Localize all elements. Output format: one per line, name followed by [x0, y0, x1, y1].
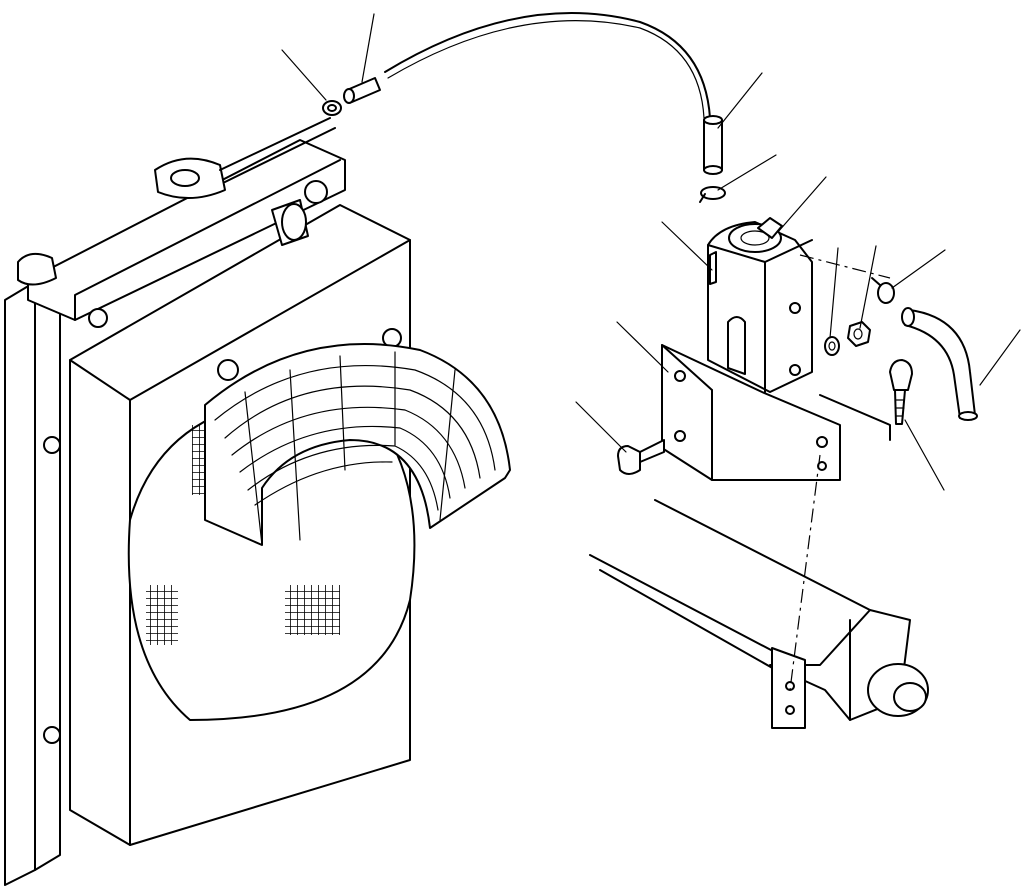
leader-bracket [616, 321, 669, 373]
leader-bolt-left [575, 401, 627, 453]
leader-washer [829, 247, 839, 339]
leader-clamp-lower [891, 249, 946, 289]
leader-nut [859, 245, 877, 329]
radiator-top-tank [27, 139, 346, 321]
hose-piece-left [343, 77, 381, 104]
reservoir-tank [707, 217, 813, 393]
hose-clamp-right [699, 186, 726, 203]
leader-hose-right [717, 72, 763, 129]
radiator-frame-left-plate [34, 267, 61, 871]
overflow-tube [384, 12, 711, 119]
leader-hose-left [361, 13, 375, 83]
hose-clamp-left [322, 100, 342, 116]
tank-bracket [661, 344, 891, 481]
leader-lower-hose [979, 329, 1021, 386]
frame-bolts [43, 180, 402, 744]
radiator-cap [154, 157, 309, 246]
leader-clamp-right [717, 154, 777, 191]
leader-tank [661, 221, 713, 271]
center-line-bracket [789, 454, 821, 691]
hose-piece-right [703, 115, 723, 175]
callout-leaders [281, 13, 1021, 491]
nut [847, 321, 871, 347]
lower-hose [901, 307, 978, 421]
hose-clamp-lower [871, 277, 895, 304]
leader-tank-cap [777, 176, 827, 233]
frame-member [589, 499, 929, 729]
center-line-tank [799, 254, 891, 279]
radiator-side-frame [4, 281, 36, 886]
radiator-assembly [4, 117, 511, 886]
bracket-bolt [617, 439, 665, 475]
mounting-bolt-long [889, 359, 913, 425]
fan-guard [204, 343, 511, 546]
leader-clamp-left [281, 49, 327, 101]
washer [824, 336, 840, 356]
leader-bolt-long [904, 419, 945, 491]
